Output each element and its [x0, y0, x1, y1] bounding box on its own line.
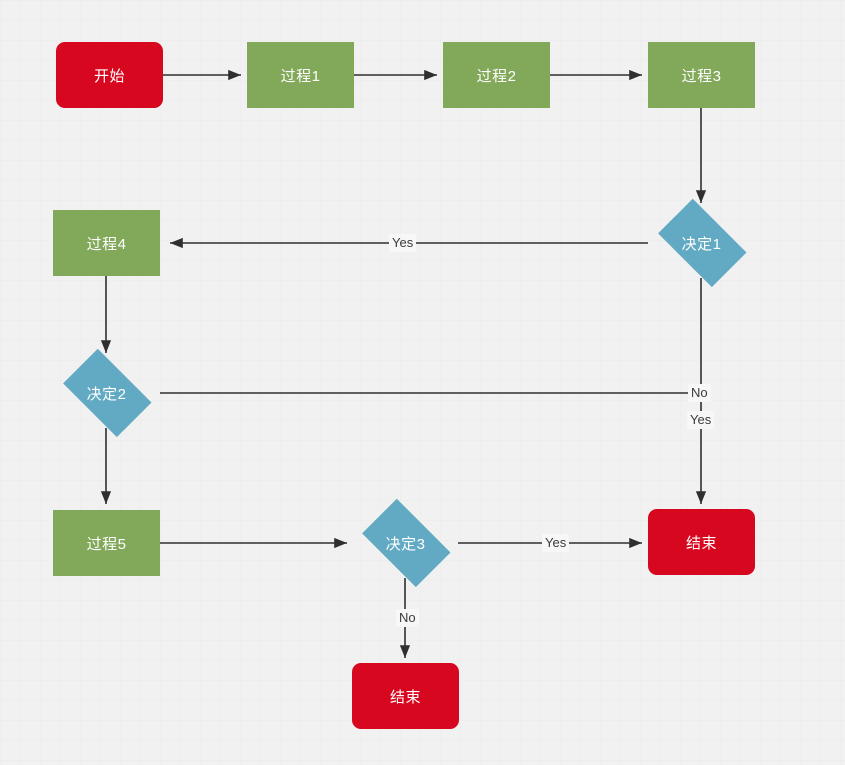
node-end-bottom-label: 结束 — [389, 688, 421, 706]
node-process3[interactable]: 过程3 — [648, 42, 755, 108]
edge-label-decision2-to-end1: No — [688, 384, 711, 402]
edge-label-decision1-to-end1: Yes — [687, 411, 715, 429]
node-process5-label: 过程5 — [86, 535, 127, 553]
node-decision3[interactable]: 决定3 — [352, 498, 459, 588]
node-process2[interactable]: 过程2 — [443, 42, 550, 108]
node-decision2[interactable]: 决定2 — [53, 348, 160, 438]
node-end-bottom[interactable]: 结束 — [352, 663, 459, 729]
node-process4-label: 过程4 — [86, 235, 127, 253]
node-process5[interactable]: 过程5 — [53, 510, 160, 576]
edge-label-decision3-to-end2: No — [396, 609, 419, 627]
node-start-label: 开始 — [93, 67, 125, 85]
edge-label-decision1-to-process4: Yes — [389, 234, 417, 252]
node-decision1-label: 决定1 — [681, 235, 722, 253]
node-process4[interactable]: 过程4 — [53, 210, 160, 276]
node-end-right-label: 结束 — [685, 534, 717, 552]
node-process2-label: 过程2 — [476, 67, 517, 85]
node-end-right[interactable]: 结束 — [648, 509, 755, 575]
node-process1[interactable]: 过程1 — [247, 42, 354, 108]
node-start[interactable]: 开始 — [56, 42, 163, 108]
node-process3-label: 过程3 — [681, 67, 722, 85]
node-decision2-label: 决定2 — [86, 385, 127, 403]
node-process1-label: 过程1 — [280, 67, 321, 85]
node-decision3-label: 决定3 — [385, 535, 426, 553]
edge-label-decision3-to-end1: Yes — [542, 534, 570, 552]
node-decision1[interactable]: 决定1 — [648, 198, 755, 288]
